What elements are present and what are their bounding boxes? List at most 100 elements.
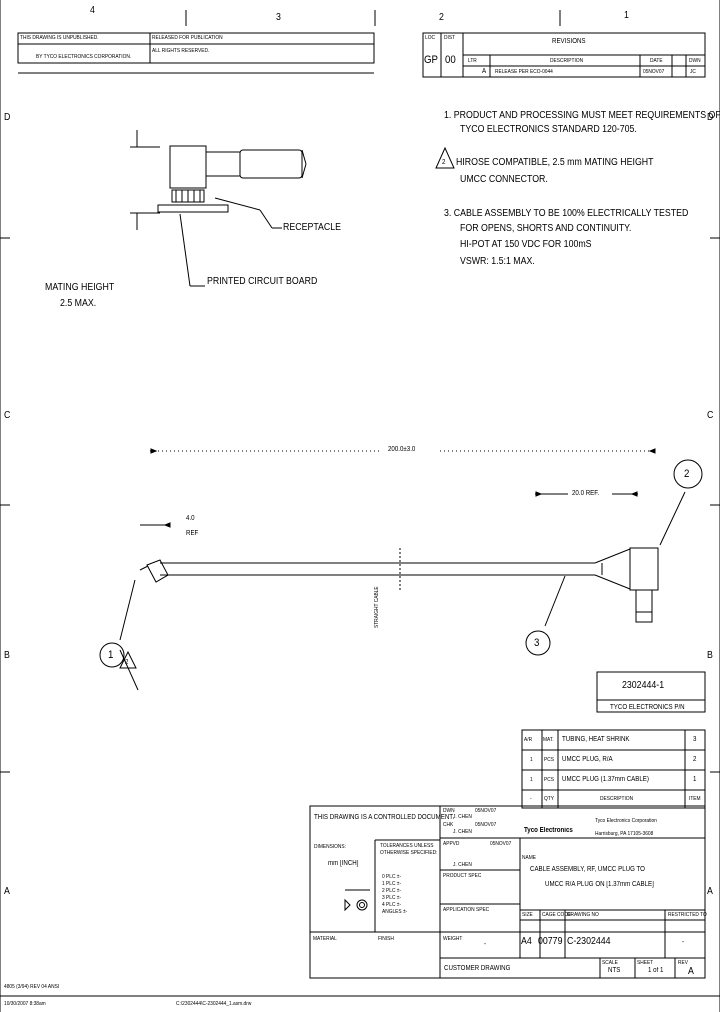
zone-row-a-right: A <box>707 886 713 897</box>
bom-row-1-pn: 3 <box>693 736 697 743</box>
drawing-number: C-2302444 <box>567 936 611 947</box>
units-value: mm [INCH] <box>328 860 359 867</box>
rev-col-dwn: DWN <box>689 58 701 64</box>
note-2-line-1: HIROSE COMPATIBLE, 2.5 mm MATING HEIGHT <box>456 157 654 168</box>
chk-name: J. CHEN <box>453 829 472 835</box>
tol-row-3: 3 PLC ±- <box>382 895 402 901</box>
revisions-title: REVISIONS <box>552 38 586 45</box>
company-small-text: BY TYCO ELECTRONICS CORPORATION. <box>36 54 132 60</box>
bom-row-4-item: QTY <box>544 796 554 802</box>
dist-label: DIST <box>444 35 456 41</box>
callout-1: 1 <box>108 649 114 661</box>
bom-row-2-item: PCS <box>544 757 554 763</box>
cable-marking-text: STRAIGHT CABLE <box>374 586 380 628</box>
dwn-label: DWN <box>443 808 455 814</box>
bom-row-2-qty: 1 <box>530 757 533 763</box>
copyright-text: THIS DRAWING IS UNPUBLISHED. <box>20 35 99 41</box>
bom-row-4-pn: ITEM <box>689 796 701 802</box>
chk-date: 05NOV07 <box>475 822 497 828</box>
zone-row-b-right: B <box>707 650 713 661</box>
header-block <box>17 32 375 74</box>
dwn-date: 05NOV07 <box>475 808 497 814</box>
zone-col-2: 2 <box>439 12 444 23</box>
rev-col-ltr: LTR <box>468 58 477 64</box>
restricted-to-value: - <box>682 939 685 946</box>
tolerances-label-1: TOLERANCES UNLESS <box>380 843 434 849</box>
bom-row-1-item: MAT. <box>543 737 554 743</box>
bom-row-3-desc: UMCC PLUG (1.37mm CABLE) <box>562 776 649 783</box>
name-label: NAME <box>522 855 536 861</box>
bom-row-4-qty: - <box>530 796 532 802</box>
rev-value: A <box>688 966 694 977</box>
connector-detail <box>130 130 307 287</box>
zone-row-c-left: C <box>4 410 11 421</box>
release-text: RELEASED FOR PUBLICATION <box>152 35 223 41</box>
cage-code-label: CAGE CODE <box>542 912 572 918</box>
note-3-line-4: VSWR: 1.5:1 MAX. <box>460 256 535 267</box>
note-1-line-1: 1. PRODUCT AND PROCESSING MUST MEET REQU… <box>444 110 720 121</box>
rev-row-date: 05NOV07 <box>643 69 665 75</box>
bom-row-2-desc: UMCC PLUG, R/A <box>562 756 613 763</box>
company-address: Harrisburg, PA 17105-3608 <box>595 831 654 837</box>
bom-row-3-pn: 1 <box>693 776 697 783</box>
application-spec-label: APPLICATION SPEC <box>443 907 490 913</box>
sheet-value: 1 of 1 <box>648 967 664 974</box>
note-2-line-2: UMCC CONNECTOR. <box>460 174 548 185</box>
tol-row-2: 2 PLC ±- <box>382 888 402 894</box>
customer-drawing-label: CUSTOMER DRAWING <box>444 965 511 972</box>
appvd-name: J. CHEN <box>453 862 472 868</box>
product-spec-label: PRODUCT SPEC <box>443 873 482 879</box>
bom-row-1-desc: TUBING, HEAT SHRINK <box>562 736 630 743</box>
pcb-label: PRINTED CIRCUIT BOARD <box>207 276 318 287</box>
small-dim-ref: REF <box>186 530 199 537</box>
tol-row-angles: ANGLES ±- <box>382 909 408 915</box>
bom-row-2-pn: 2 <box>693 756 697 763</box>
note-3-line-1: 3. CABLE ASSEMBLY TO BE 100% ELECTRICALL… <box>444 208 689 219</box>
callout-2-right: 2 <box>684 468 690 480</box>
size-value: A4 <box>521 936 532 947</box>
zone-row-b-left: B <box>4 650 10 661</box>
zone-row-a-left: A <box>4 886 10 897</box>
bom-row-3-item: PCS <box>544 777 554 783</box>
loc-value: GP <box>424 54 438 66</box>
tol-row-4: 4 PLC ±- <box>382 902 402 908</box>
size-label: SIZE <box>522 912 533 918</box>
drawing-name-line-1: CABLE ASSEMBLY, RF, UMCC PLUG TO <box>530 866 645 873</box>
dwn-name: J. CHEN <box>453 814 472 820</box>
cage-code-value: 00779 <box>538 936 563 947</box>
dimensions-label: DIMENSIONS: <box>314 844 347 850</box>
plot-date: 10/30/2007 8:38am <box>4 1001 46 1007</box>
small-dim-value: 4.0 <box>186 515 195 522</box>
zone-row-d-left: D <box>4 112 11 123</box>
company-logo-text: Tyco Electronics <box>524 827 573 834</box>
tol-row-0: 0 PLC ±- <box>382 874 402 880</box>
rev-row-desc: RELEASE PER ECO-0044 <box>495 69 553 75</box>
drawing-no-label: DRAWING NO <box>567 912 599 918</box>
rev-row-ltr: A <box>482 68 487 75</box>
bom-row-3-qty: 1 <box>530 777 533 783</box>
appvd-label: APPVD <box>443 841 460 847</box>
callout-3: 3 <box>534 637 540 649</box>
tolerances-label-2: OTHERWISE SPECIFIED: <box>380 850 438 856</box>
ref-length-dim: 20.0 REF. <box>572 490 600 497</box>
sheet-label: SHEET <box>637 960 654 966</box>
mating-height-label: MATING HEIGHT <box>45 282 115 293</box>
finish-label: FINISH <box>378 936 394 942</box>
mating-height-value: 2.5 MAX. <box>60 298 97 309</box>
note-2-number: 2 <box>442 159 446 166</box>
main-cable-view <box>99 448 703 691</box>
appvd-date: 05NOV07 <box>490 841 512 847</box>
file-path: C:\2302444\C-2302444_1.asm.drw <box>176 1001 252 1007</box>
callout-2-left: 2 <box>125 659 129 666</box>
zone-row-c-right: C <box>707 410 714 421</box>
company-name: Tyco Electronics Corporation <box>595 818 657 824</box>
zone-col-3: 3 <box>276 12 281 23</box>
overall-length-dim: 200.0±3.0 <box>388 446 416 453</box>
note-2-triangle <box>435 146 455 169</box>
zone-col-4: 4 <box>90 5 95 16</box>
rights-text: ALL RIGHTS RESERVED. <box>152 48 210 54</box>
controlled-document-note: THIS DRAWING IS A CONTROLLED DOCUMENT. <box>314 814 455 821</box>
chk-label: CHK <box>443 822 454 828</box>
zone-col-1: 1 <box>624 10 629 21</box>
revision-table <box>422 32 706 78</box>
